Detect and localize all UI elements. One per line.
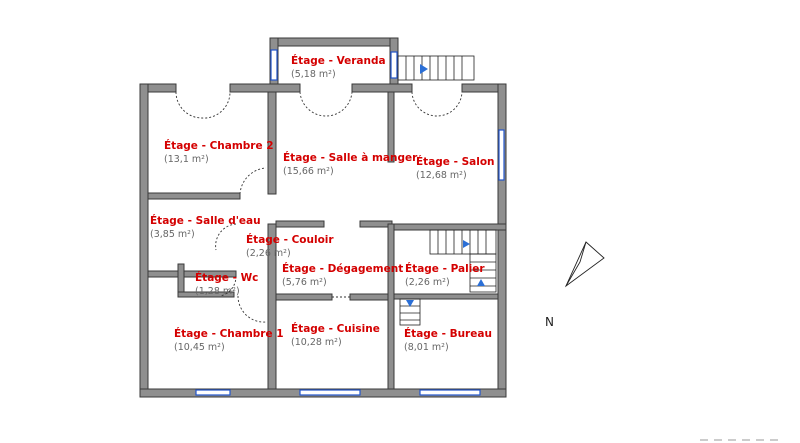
room-couloir: Étage - Couloir (2,26 m²) [246, 234, 334, 260]
door-wc [219, 275, 237, 297]
room-area: (5,18 m²) [291, 69, 336, 80]
window-veranda-right [390, 51, 398, 79]
room-area: (10,28 m²) [291, 337, 342, 348]
wall-salon-left [387, 91, 395, 163]
room-area: (10,45 m²) [174, 342, 225, 353]
room-palier: Étage - Palier (2,26 m²) [405, 263, 485, 289]
window-salon [498, 129, 505, 181]
room-chambre-2: Étage - Chambre 2 (13,1 m²) [164, 140, 274, 166]
room-name: Étage - Chambre 1 [174, 328, 284, 340]
room-name: Étage - Wc [195, 272, 259, 284]
room-cuisine: Étage - Cuisine (10,28 m²) [291, 323, 380, 349]
wall-couloir-right [267, 223, 277, 390]
room-area: (12,68 m²) [416, 170, 467, 181]
window-cuisine [299, 389, 361, 396]
room-chambre-1: Étage - Chambre 1 (10,45 m²) [174, 328, 284, 354]
wall-degagement-bottom-left [275, 293, 333, 301]
room-name: Étage - Chambre 2 [164, 140, 274, 152]
room-name: Étage - Couloir [246, 234, 334, 246]
wall-veranda-top [269, 37, 399, 47]
wall-salon-bottom [387, 223, 507, 231]
wall-degagement-right [387, 223, 395, 390]
room-name: Étage - Bureau [404, 328, 492, 340]
door-chambre1 [237, 295, 267, 323]
room-name: Étage - Palier [405, 263, 485, 275]
window-chambre1 [195, 389, 231, 396]
room-area: (8,01 m²) [404, 342, 449, 353]
room-salle-a-manger: Étage - Salle à manger (15,66 m²) [283, 152, 417, 178]
compass-rose-icon [564, 241, 605, 288]
wall-degagement-bottom-right [349, 293, 389, 301]
room-name: Étage - Salle à manger [283, 152, 418, 164]
window-bureau [419, 389, 481, 396]
wall-top-mid2 [351, 83, 413, 93]
wall-top-mid1 [229, 83, 301, 93]
windows [195, 49, 505, 396]
room-name: Étage - Cuisine [291, 323, 380, 335]
room-area: (1,28 m²) [195, 286, 240, 297]
wall-salle-eau-bottom [147, 270, 237, 278]
room-area: (15,66 m²) [283, 166, 334, 177]
north-label: N [545, 315, 554, 329]
door-salle-eau [215, 223, 237, 251]
door-chambre2 [239, 167, 267, 195]
room-name: Étage - Veranda [291, 55, 386, 67]
wall-left [139, 83, 149, 398]
stairs-veranda [397, 55, 475, 81]
stairs-palier [399, 229, 497, 326]
wall-wc-bottom [177, 291, 235, 298]
room-wc: Étage - Wc (1,28 m²) [195, 272, 258, 298]
door-chambre2-top [175, 91, 231, 119]
wall-salle-manger-bottom-right [359, 220, 393, 228]
room-veranda: Étage - Veranda (5,18 m²) [291, 55, 386, 81]
room-name: Étage - Salon [416, 156, 495, 168]
room-salle-d-eau: Étage - Salle d'eau (3,85 m²) [150, 215, 261, 241]
window-veranda-left [270, 49, 278, 81]
room-degagement: Étage - Dégagement (5,76 m²) [282, 263, 403, 289]
room-name: Étage - Salle d'eau [150, 215, 261, 227]
room-name: Étage - Dégagement [282, 263, 404, 275]
room-area: (13,1 m²) [164, 154, 209, 165]
wall-salle-manger-bottom-left [275, 220, 325, 228]
door-salle-manger-top [299, 91, 353, 117]
door-salon-top [411, 91, 463, 117]
room-area: (2,26 m²) [405, 277, 450, 288]
room-salon: Étage - Salon (12,68 m²) [416, 156, 495, 182]
wall-bureau-top [393, 293, 499, 300]
wall-chambre2-bottom [147, 192, 241, 200]
wall-chambre2-right [267, 91, 277, 195]
room-area: (3,85 m²) [150, 229, 195, 240]
doors [175, 91, 463, 323]
room-area: (5,76 m²) [282, 277, 327, 288]
room-bureau: Étage - Bureau (8,01 m²) [404, 328, 492, 354]
room-area: (2,26 m²) [246, 248, 291, 259]
wall-wc-left [177, 263, 185, 295]
